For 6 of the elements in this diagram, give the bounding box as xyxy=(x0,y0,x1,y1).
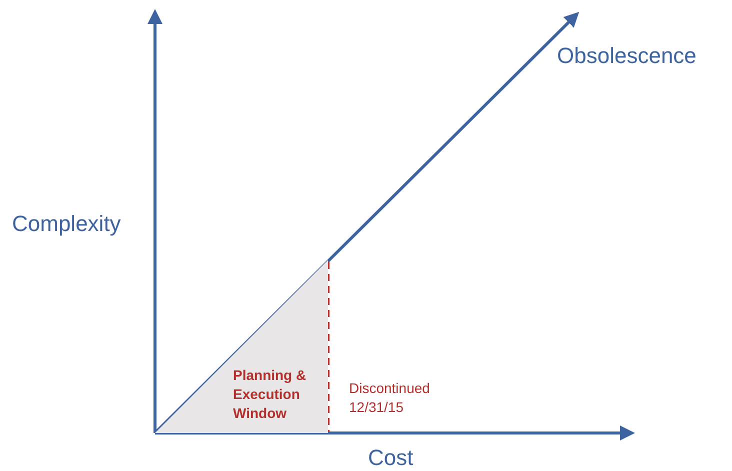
line-label: Obsolescence xyxy=(557,44,696,68)
axis-title: Complexity xyxy=(12,212,121,236)
shaded-triangle xyxy=(155,260,328,433)
axis-title: Cost xyxy=(368,446,414,470)
window-label: Planning & Execution Window xyxy=(233,366,308,423)
date-note: Discontinued 12/31/15 xyxy=(349,379,431,417)
